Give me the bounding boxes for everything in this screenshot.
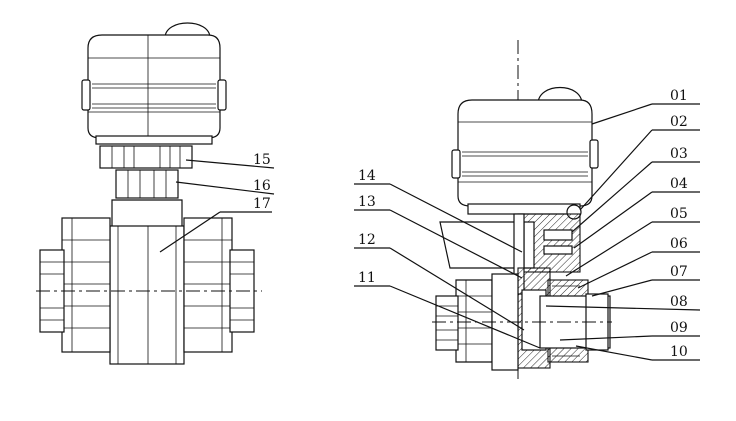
label-09: 09 (670, 320, 688, 336)
bracket (115, 169, 179, 199)
left-union-nut (61, 217, 111, 353)
label-08: 08 (670, 294, 688, 310)
front-elevation-view (36, 22, 275, 365)
label-04: 04 (670, 176, 688, 192)
part-labels: 15 16 17 01 02 03 04 05 06 07 08 09 10 1… (253, 88, 688, 360)
label-13: 13 (358, 194, 376, 210)
label-02: 02 (670, 114, 688, 130)
label-17: 17 (253, 196, 271, 212)
label-07: 07 (670, 264, 688, 280)
valve-body (109, 225, 185, 365)
label-06: 06 (670, 236, 688, 252)
label-03: 03 (670, 146, 688, 162)
right-union-nut (183, 217, 233, 353)
label-05: 05 (670, 206, 688, 222)
label-14: 14 (358, 168, 376, 184)
section-actuator-housing (457, 99, 593, 207)
mounting-nut (99, 145, 193, 169)
label-15: 15 (253, 152, 271, 168)
actuator-housing (87, 34, 221, 139)
label-16: 16 (253, 178, 271, 194)
label-12: 12 (358, 232, 376, 248)
label-11: 11 (358, 270, 376, 286)
label-01: 01 (670, 88, 688, 104)
section-view (354, 40, 701, 380)
label-10: 10 (670, 344, 688, 360)
